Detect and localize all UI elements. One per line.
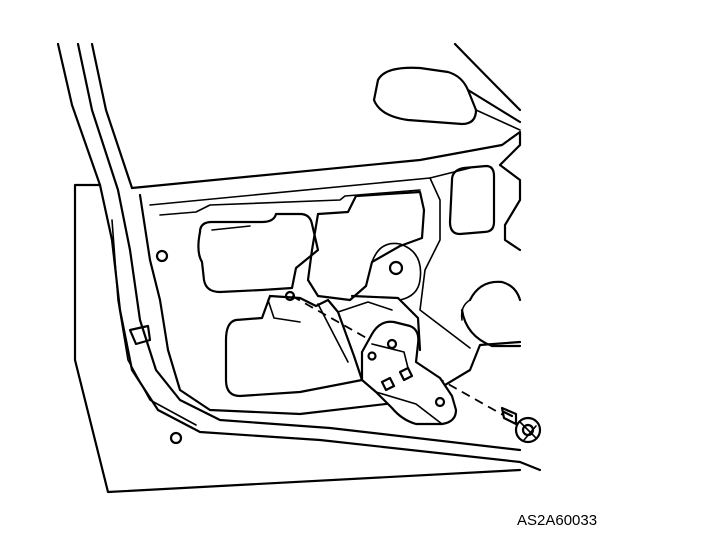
- access-hole-upper-middle: [306, 190, 426, 302]
- door-hinge-bracket: [360, 320, 458, 426]
- door-inner-panel: [130, 130, 522, 416]
- side-mirror: [372, 42, 522, 131]
- mounting-holes: [128, 249, 296, 445]
- access-hole-upper-left: [197, 212, 320, 294]
- door-frame: [56, 42, 542, 494]
- hinge-bolt: [500, 406, 542, 444]
- figure-caption: AS2A60033: [517, 512, 598, 529]
- speaker-housing: [460, 280, 522, 348]
- access-hole-upper-right: [448, 164, 496, 236]
